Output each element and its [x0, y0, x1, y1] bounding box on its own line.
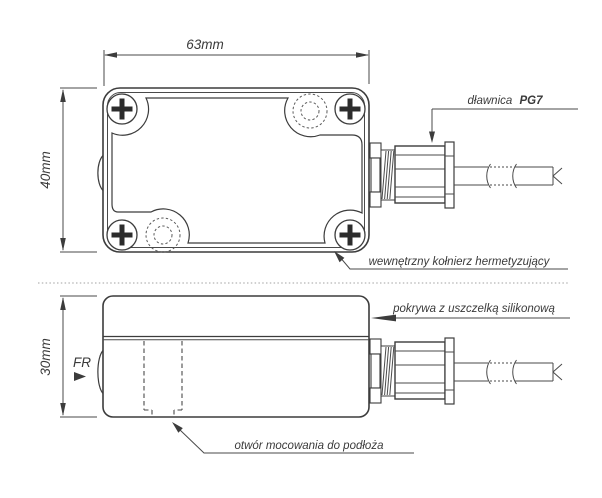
screw-cross-icon — [111, 98, 133, 120]
gland-cap-lines — [445, 351, 454, 391]
front-marker-arrow-icon — [74, 372, 86, 381]
thread-hatch-lines — [381, 346, 395, 396]
boss-circles-top-right — [292, 93, 328, 129]
callout-collar: wewnętrzny kołnierz hermetyzujący — [334, 251, 568, 270]
mounting-hole-hidden-lines — [143, 341, 183, 417]
leader-line — [431, 108, 578, 134]
extension-lines — [60, 87, 97, 253]
cable-break-curves — [486, 359, 517, 385]
screw-cross-icon — [339, 224, 361, 246]
screw-top-right — [334, 93, 366, 125]
cover-label: pokrywa z uszczelką silikonową — [392, 303, 555, 315]
screw-cross-icon — [111, 224, 133, 246]
arrowhead-down-icon — [60, 403, 66, 416]
side-bump-arc — [97, 154, 104, 192]
cable — [454, 163, 563, 189]
front-marker: FR — [73, 355, 91, 381]
arrowhead-upleft-icon — [172, 422, 183, 433]
arrowhead-up-icon — [60, 89, 66, 102]
leader-line — [338, 255, 568, 270]
arrowhead-down-icon — [429, 131, 435, 143]
dimension-height: 40mm — [38, 87, 97, 253]
gland-cap-lines — [445, 155, 454, 195]
arrowhead-left-icon — [371, 314, 396, 322]
enclosure-outline — [102, 87, 370, 253]
dimension-height-text: 40mm — [38, 151, 53, 189]
cable-wire-ends-icon — [552, 167, 563, 185]
dimension-side-height: 30mm — [38, 295, 97, 418]
leader-line — [178, 428, 414, 454]
boss-inner-circle — [153, 225, 173, 245]
arrowhead-left-icon — [104, 52, 117, 58]
gland-body-facet-lines — [395, 350, 445, 394]
cable-gland-top-view — [369, 141, 563, 209]
gland-flange-nut — [369, 338, 382, 404]
gland-flange-nut — [369, 142, 382, 208]
dimension-side-height-text: 30mm — [38, 338, 53, 376]
boss-outer-circle — [145, 217, 181, 253]
dimension-width-text: 63mm — [186, 37, 224, 52]
thread-hatch-lines — [381, 150, 395, 200]
boss-circles-bottom-left — [145, 217, 181, 253]
gland-body-facet-lines — [395, 154, 445, 198]
front-marker-text: FR — [73, 355, 91, 370]
side-view — [97, 295, 370, 418]
top-view — [97, 87, 370, 253]
cable-gland-side-view — [369, 337, 563, 405]
boss-inner-circle — [300, 101, 320, 121]
mounting-hole-label: otwór mocowania do podłoża — [235, 440, 384, 452]
screw-bottom-left — [106, 219, 138, 251]
enclosure-inner-wall — [107, 92, 365, 248]
gland-cap-nut — [444, 337, 455, 405]
cable — [454, 359, 563, 385]
cable-break-curves — [486, 163, 517, 189]
callout-cover: pokrywa z uszczelką silikonową — [371, 303, 570, 322]
enclosure-side-outline — [102, 295, 370, 418]
arrowhead-up-icon — [60, 297, 66, 310]
cable-wire-ends-icon — [552, 363, 563, 381]
gland-label-prefix: dławnica — [468, 95, 513, 107]
arrowhead-upleft-icon — [334, 251, 345, 263]
boss-outer-circle — [292, 93, 328, 129]
gland-cap-nut — [444, 141, 455, 209]
callout-gland: dławnica PG7 — [429, 95, 578, 143]
extension-lines — [103, 50, 370, 86]
cable-break-dots — [490, 166, 513, 186]
callout-mounting-hole: otwór mocowania do podłoża — [172, 422, 414, 454]
arrowhead-right-icon — [356, 52, 369, 58]
screw-cross-icon — [339, 98, 361, 120]
gland-label-type: PG7 — [519, 95, 543, 107]
lid-panel-outline — [111, 97, 363, 244]
screw-bottom-right — [334, 219, 366, 251]
gland-label: dławnica PG7 — [468, 95, 544, 107]
screw-top-left — [106, 93, 138, 125]
extension-lines — [60, 295, 97, 418]
collar-label: wewnętrzny kołnierz hermetyzujący — [369, 256, 551, 268]
arrowhead-down-icon — [60, 238, 66, 251]
side-bump-arc — [97, 349, 104, 395]
cable-break-dots — [490, 362, 513, 382]
dimension-width: 63mm — [103, 37, 370, 86]
